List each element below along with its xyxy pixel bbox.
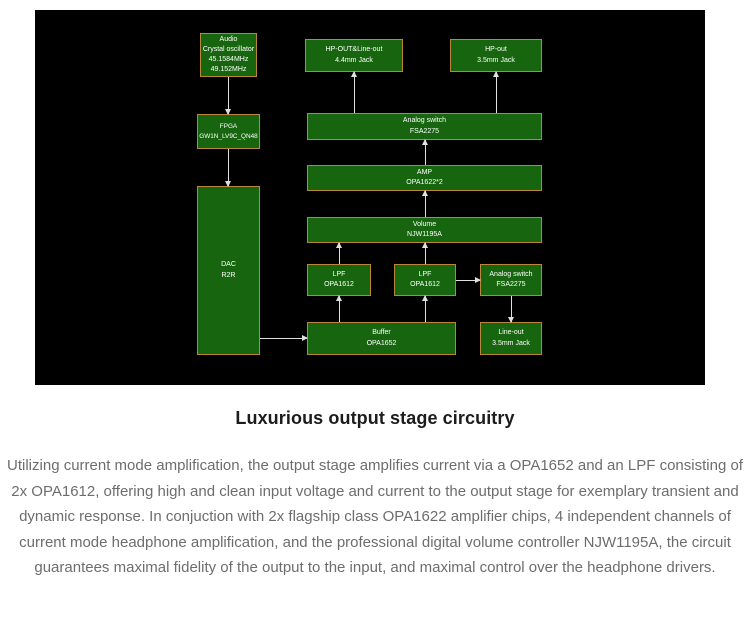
arrow-amp-to-analog-switch <box>422 139 428 165</box>
arrow-switch-lineout-to-line-out <box>508 296 514 323</box>
section-paragraph: Utilizing current mode amplification, th… <box>7 457 743 576</box>
arrow-oscillator-to-fpga <box>225 77 231 115</box>
block-volume: Volume NJW1195A <box>307 217 542 243</box>
block-hp-out-jack: HP-out 3.5mm Jack <box>450 39 542 72</box>
block-lpf-right: LPF OPA1612 <box>394 264 456 296</box>
section-heading: Luxurious output stage circuitry <box>235 408 515 428</box>
block-dac: DAC R2R <box>197 186 260 355</box>
arrow-fpga-to-dac <box>225 149 231 187</box>
circuit-diagram-panel: Audio Crystal oscillator 45.1584MHz 49.1… <box>35 10 705 385</box>
arrow-lpf-right-to-volume <box>422 242 428 264</box>
block-analog-switch-main: Analog switch FSA2275 <box>307 113 542 140</box>
block-hp-out-line-out-jack: HP-OUT&Line-out 4.4mm Jack <box>305 39 403 72</box>
block-audio-crystal-oscillator: Audio Crystal oscillator 45.1584MHz 49.1… <box>200 33 257 77</box>
arrow-buffer-to-lpf-right <box>422 295 428 322</box>
arrow-volume-to-amp <box>422 190 428 217</box>
arrow-dac-to-buffer <box>260 335 308 341</box>
block-amp: AMP OPA1622*2 <box>307 165 542 191</box>
arrow-switch-to-hp-out <box>493 71 499 113</box>
arrow-lpf-right-to-switch-lineout <box>456 277 481 283</box>
block-line-out-jack: Line-out 3.5mm Jack <box>480 322 542 355</box>
description-section: Luxurious output stage circuitry Utilizi… <box>0 408 750 581</box>
block-fpga: FPGA GW1N_LV9C_QN48 <box>197 114 260 149</box>
arrow-lpf-left-to-volume <box>336 242 342 264</box>
block-analog-switch-lineout: Analog switch FSA2275 <box>480 264 542 296</box>
block-lpf-left: LPF OPA1612 <box>307 264 371 296</box>
block-buffer: Buffer OPA1652 <box>307 322 456 355</box>
arrow-buffer-to-lpf-left <box>336 295 342 322</box>
arrow-switch-to-hp-out-line-out <box>351 71 357 113</box>
